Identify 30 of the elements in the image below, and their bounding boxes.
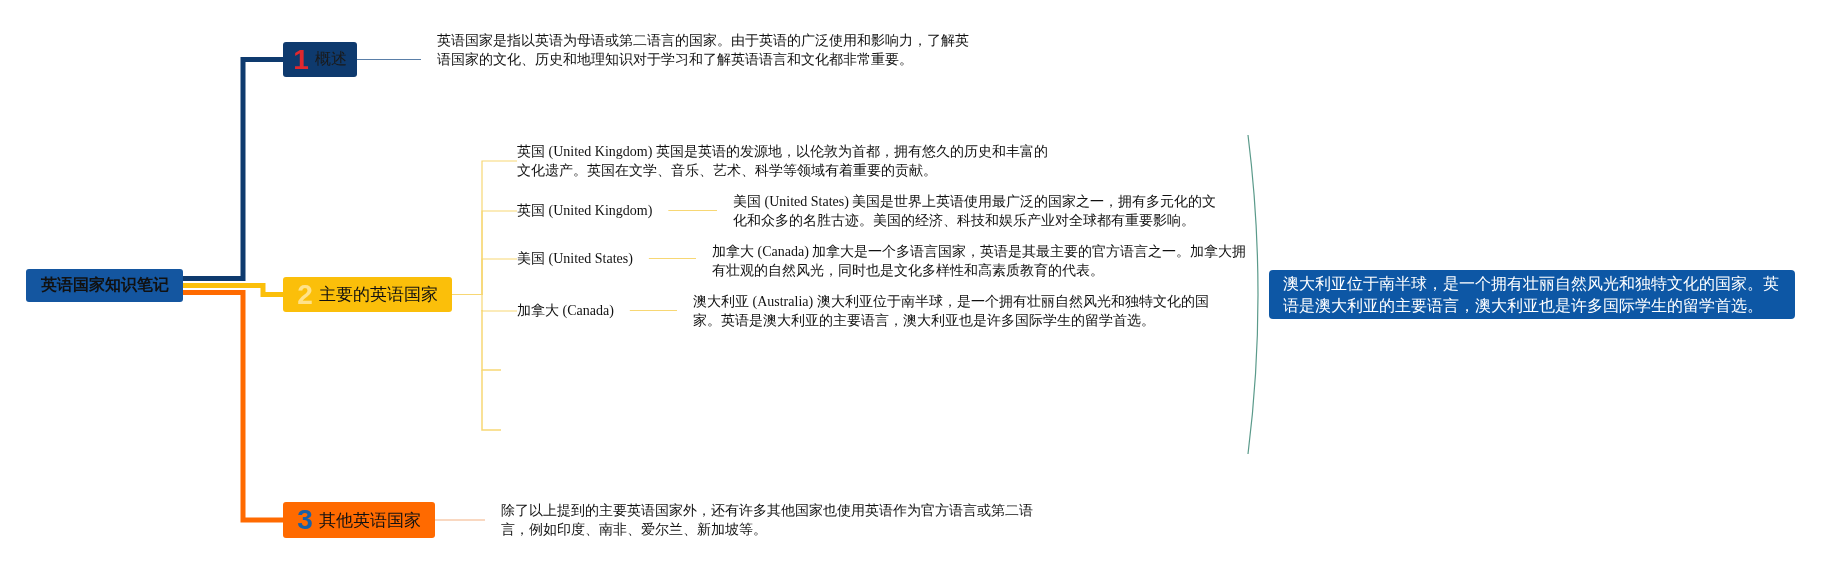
connector (183, 57, 283, 281)
connector (183, 283, 283, 297)
topic-label: 概述 (314, 49, 347, 70)
note-text: 加拿大 (Canada) 加拿大是一个多语言国家，英语是其最主要的官方语言之一。加拿大拥有壮观的自然风光，同时也是文化多样性和高素质教育的代表。 (712, 242, 1252, 280)
connector (667, 209, 718, 212)
note-text: 澳大利亚 (Australia) 澳大利亚位于南半球，是一个拥有壮丽自然风光和独特文化的国家。英语是澳大利亚的主要语言，澳大利亚也是许多国际学生的留学首选。 (693, 292, 1233, 330)
topic-label: 其他英语国家 (318, 508, 421, 532)
connector (648, 257, 697, 260)
note-text: 英国 (United Kingdom) 英国是英语的发源地，以伦敦为首都，拥有悠久的历史和丰富的文化遗产。英国在文学、音乐、艺术、科学等领域有着重要的贡献。 (517, 142, 1057, 180)
branch-label: 英国 (United Kingdom) (517, 201, 653, 220)
topic-number: 2 (297, 280, 313, 309)
note-text: 除了以上提到的主要英语国家外，还有许多其他国家也使用英语作为官方语言或第二语言，例如印度、南非、爱尔兰、新加坡等。 (501, 501, 1041, 539)
connector (629, 309, 678, 312)
connector (434, 519, 486, 521)
topic-label: 英语国家知识笔记 (40, 275, 169, 296)
branch-label: 加拿大 (Canada) (517, 301, 614, 320)
topic-box (283, 502, 435, 538)
topic-number: 1 (293, 45, 309, 74)
connector (451, 293, 518, 312)
branch-label: 美国 (United States) (517, 249, 633, 268)
note-text: 美国 (United States) 美国是世界上英语使用最广泛的国家之一，拥有多元化的文化和众多的名胜古迹。美国的经济、科技和娱乐产业对全球都有重要影响。 (733, 192, 1228, 230)
topic-box (283, 42, 357, 77)
summary-box: 澳大利亚位于南半球，是一个拥有壮丽自然风光和独特文化的国家。英语是澳大利亚的主要语言，澳大利亚也是许多国际学生的留学首选。 (1269, 270, 1795, 319)
note-text: 英语国家是指以英语为母语或第二语言的国家。由于英语的广泛使用和影响力，了解英语国家的文化、历史和地理知识对于学习和了解英语语言和文化都非常重要。 (437, 31, 977, 69)
topic-label: 主要的英语国家 (318, 283, 438, 306)
root-topic-box (26, 269, 183, 302)
topic-box (283, 277, 452, 312)
topic-number: 3 (297, 506, 313, 534)
connector (183, 290, 283, 523)
connector (356, 58, 422, 61)
